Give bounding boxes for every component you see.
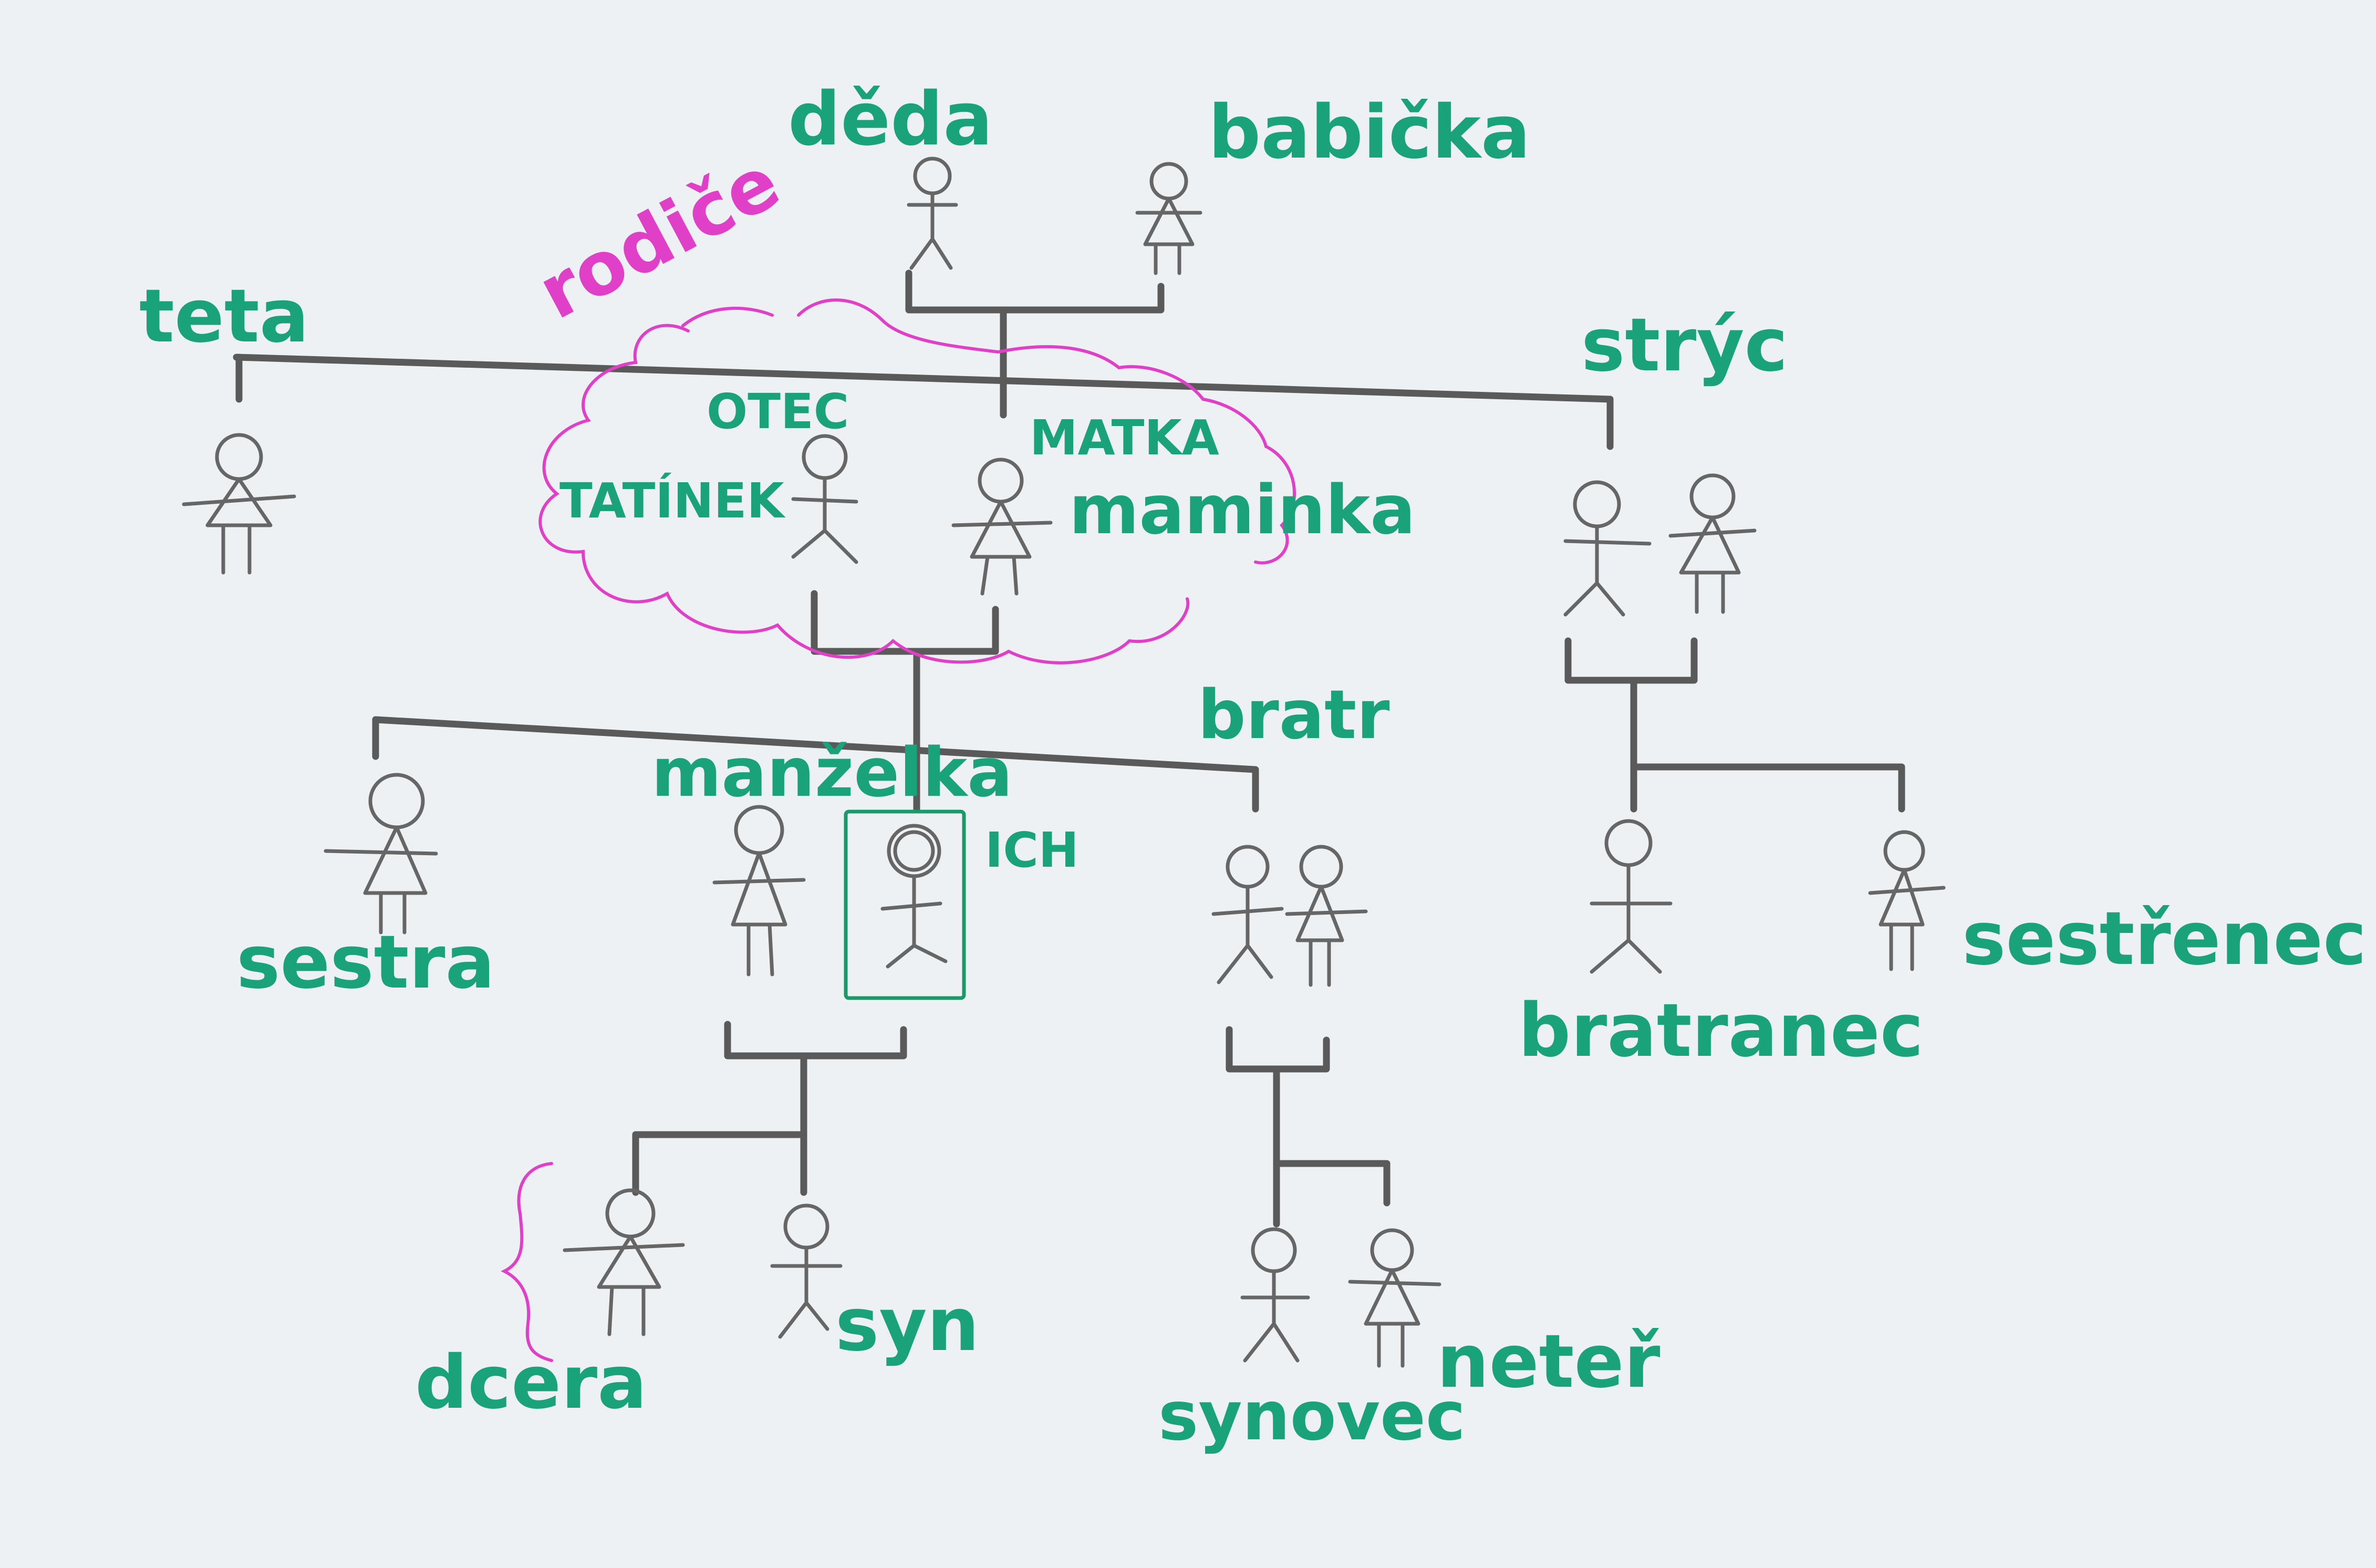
daughter-figure	[563, 1188, 685, 1336]
cousin-female-figure	[1868, 830, 1946, 971]
label-sestra: sestra	[236, 920, 495, 1005]
son-figure	[770, 1203, 843, 1339]
grandmother-figure	[1135, 162, 1202, 275]
brother-couple-bracket	[1226, 1026, 1330, 1073]
label-stryc: strýc	[1581, 303, 1788, 388]
label-dcera: dcera	[415, 1340, 647, 1426]
me-highlight-box	[844, 809, 966, 1000]
parents-cloud	[538, 324, 1190, 664]
label-rodice: rodiče	[525, 139, 793, 336]
grandfather-figure	[907, 157, 958, 270]
uncle-wife-figure	[1668, 473, 1757, 614]
uncle-figure	[1563, 480, 1652, 617]
label-matka: MATKA	[1030, 410, 1219, 466]
sister-figure	[324, 773, 438, 934]
cousin-male-figure	[1590, 819, 1673, 974]
aunt-uncle-line	[233, 354, 1614, 403]
brother-figure	[1211, 845, 1284, 984]
brother-wife-figure	[1285, 845, 1368, 987]
nephews-line	[1273, 1160, 1391, 1207]
connector-lines	[233, 269, 1905, 1228]
label-babicka: babička	[1208, 90, 1530, 175]
me-figure	[880, 824, 948, 969]
label-neter: neteř	[1437, 1319, 1661, 1405]
label-deda: děda	[788, 77, 993, 162]
aunt-figure	[182, 433, 296, 575]
label-teta: teta	[139, 274, 309, 359]
siblings-line	[372, 716, 1259, 813]
nephew-figure	[1240, 1227, 1310, 1363]
label-manzelka: manželka	[651, 734, 1013, 812]
niece-figure	[1348, 1228, 1441, 1368]
grandparents-bracket	[905, 269, 1165, 314]
parents-bracket	[811, 590, 999, 655]
cousins-line	[1630, 763, 1905, 813]
label-sestrenec: sestřenec	[1962, 896, 2367, 982]
label-maminka: maminka	[1069, 471, 1416, 549]
label-bratr: bratr	[1198, 676, 1389, 754]
parents-cloud-top	[681, 298, 1296, 565]
label-synovec: synovec	[1158, 1377, 1466, 1456]
uncle-couple-bracket	[1564, 637, 1698, 684]
label-syn: syn	[835, 1282, 979, 1368]
daughter-bracket	[501, 1162, 553, 1362]
father-figure	[791, 434, 858, 564]
label-bratranec: bratranec	[1518, 988, 1924, 1074]
me-wife-bracket	[724, 1021, 907, 1060]
label-ich: ICH	[985, 822, 1079, 878]
wife-figure	[712, 805, 806, 977]
label-otec: OTEC	[707, 383, 849, 440]
mother-figure	[951, 458, 1053, 596]
label-tatinek: TATÍNEK	[559, 472, 786, 529]
